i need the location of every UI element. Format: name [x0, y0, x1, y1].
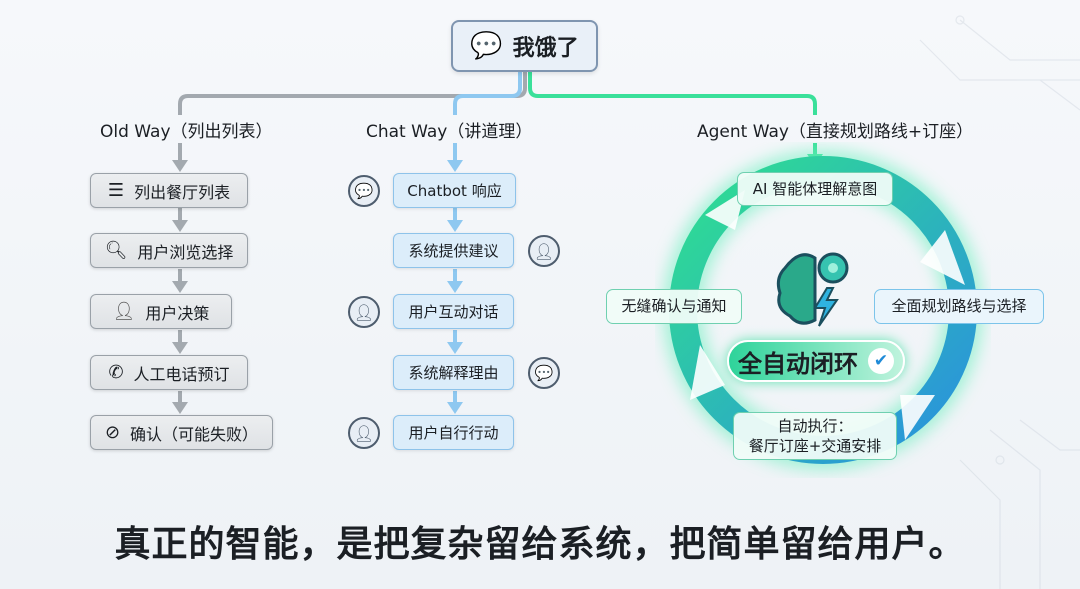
connector-old [178, 72, 527, 115]
check-icon: ✔ [868, 348, 894, 374]
user-avatar-icon: 👤︎ [348, 417, 380, 449]
old-step-browse: 🔍︎ 用户浏览选择 [90, 233, 248, 268]
execute-line-1: 自动执行： [777, 416, 853, 435]
chat-step-dialog: 用户互动对话 [393, 294, 514, 329]
old-step-phone: ✆ 人工电话预订 [90, 355, 248, 390]
old-step-label: 列出餐厅列表 [134, 182, 231, 202]
chat-step-response: Chatbot 响应 [393, 173, 516, 208]
user-icon: 👤︎ [112, 301, 136, 322]
root-label: 我饿了 [512, 36, 579, 61]
brain-gear-icon [776, 252, 849, 327]
auto-loop-label: 全自动闭环 [738, 349, 858, 378]
old-step-list: ☰ 列出餐厅列表 [90, 173, 248, 208]
chat-bubble-icon: 💬 [528, 357, 560, 389]
connector-chat [453, 72, 522, 115]
old-step-label: 人工电话预订 [133, 364, 230, 384]
old-step-label: 确认（可能失败） [130, 424, 259, 444]
old-step-confirm: ⊘ 确认（可能失败） [90, 415, 273, 450]
agent-way-header: Agent Way（直接规划路线+订座） [697, 122, 974, 142]
chat-step-explain: 系统解释理由 [393, 355, 514, 390]
connector-agent [528, 72, 817, 115]
agent-step-confirm: 无缝确认与通知 [606, 289, 742, 324]
cycle-arrowheads [690, 190, 965, 440]
old-step-decide: 👤︎ 用户决策 [90, 294, 232, 329]
user-avatar-icon: 👤︎ [348, 296, 380, 328]
check-fail-icon: ⊘ [104, 422, 121, 443]
chat-bubbles-icon: 💬 [470, 31, 503, 61]
agent-step-execute: 自动执行： 餐厅订座+交通安排 [733, 412, 897, 460]
chat-way-header: Chat Way（讲道理） [366, 122, 533, 142]
agent-step-plan: 全面规划路线与选择 [874, 289, 1044, 324]
chat-bubble-icon: 💬 [348, 175, 380, 207]
list-icon: ☰ [107, 180, 125, 201]
chat-step-act: 用户自行行动 [393, 415, 514, 450]
slogan: 真正的智能，是把复杂留给系统，把简单留给用户。 [114, 524, 966, 565]
agent-step-understand: AI 智能体理解意图 [737, 172, 893, 206]
circuit-decoration [919, 15, 1080, 589]
old-step-label: 用户浏览选择 [137, 242, 234, 262]
old-step-label: 用户决策 [145, 303, 210, 323]
user-avatar-icon: 👤︎ [528, 235, 560, 267]
root-node-hungry: 💬 我饿了 [451, 20, 598, 72]
auto-loop-badge: 全自动闭环 ✔ [727, 340, 905, 382]
old-way-header: Old Way（列出列表） [100, 122, 273, 142]
execute-line-2: 餐厅订座+交通安排 [748, 437, 882, 455]
phone-icon: ✆ [108, 362, 124, 383]
chat-step-suggest: 系统提供建议 [393, 233, 514, 268]
search-icon: 🔍︎ [104, 240, 128, 261]
